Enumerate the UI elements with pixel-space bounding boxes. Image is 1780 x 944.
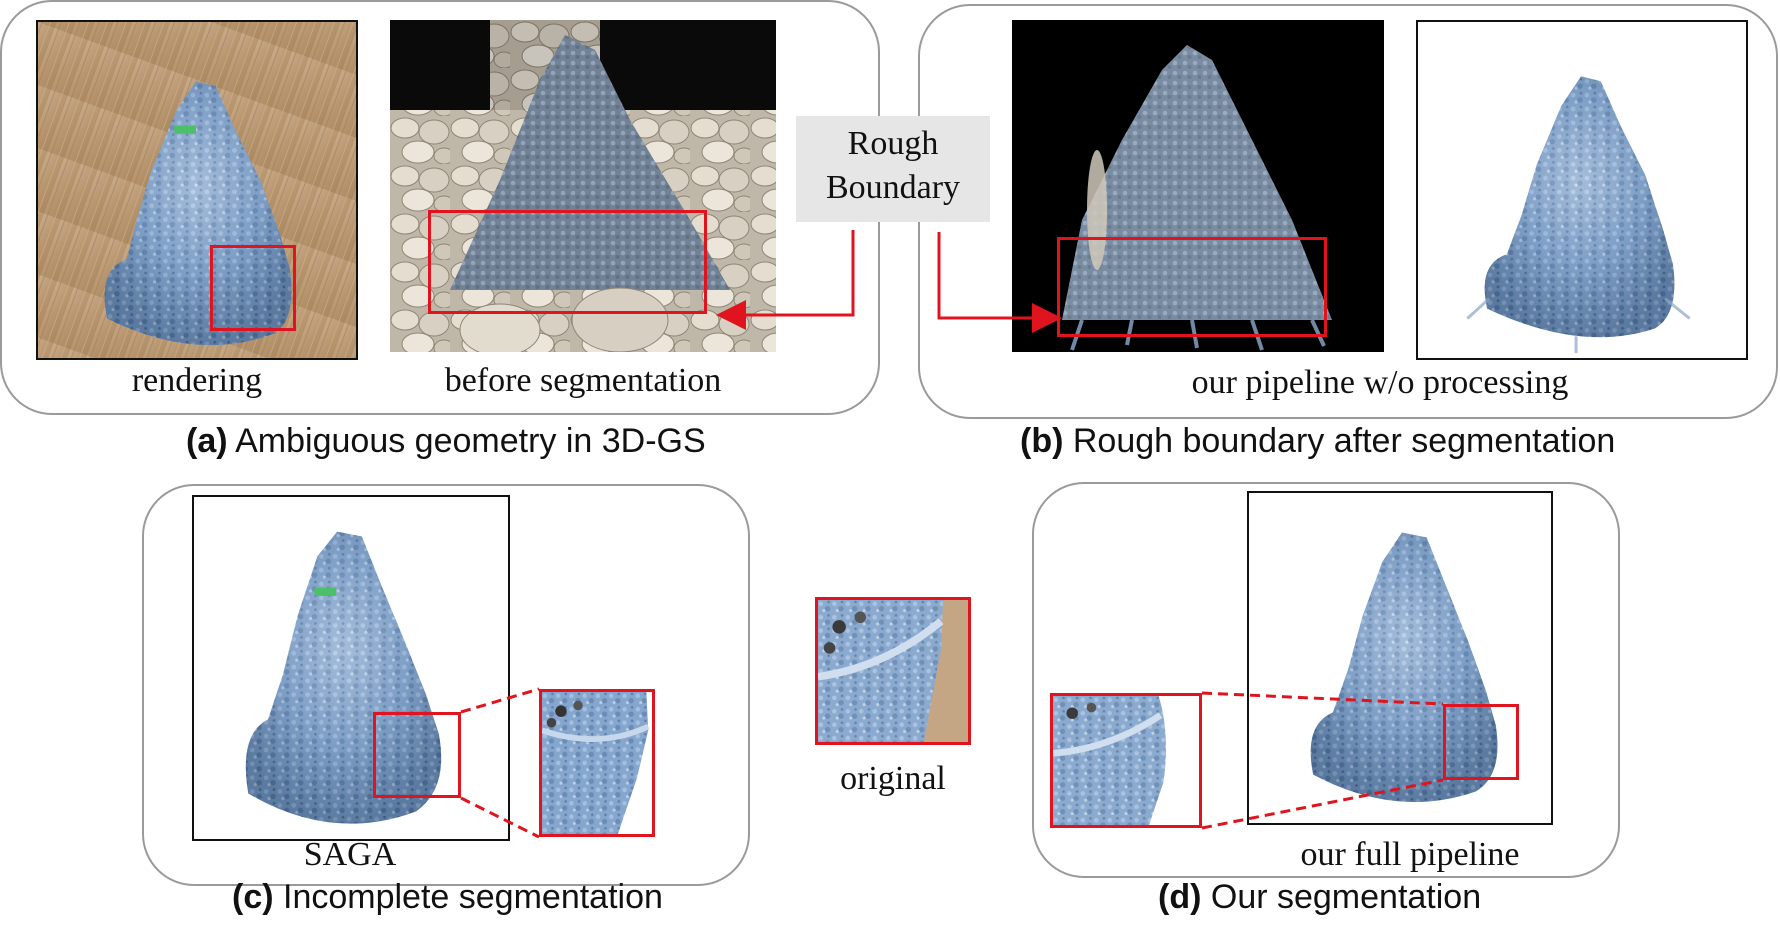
saga-highlight-box — [373, 712, 461, 798]
rendering-label: rendering — [131, 362, 263, 399]
full-pipeline-zoom-crop — [1050, 693, 1202, 828]
saga-label: SAGA — [303, 836, 397, 873]
rendering-image — [36, 20, 358, 360]
callout-line-2: Boundary — [825, 169, 961, 206]
rough-boundary-callout: Rough Boundary — [796, 116, 990, 222]
pipeline-without-processing-highlight-box — [1057, 237, 1327, 337]
caption-d-letter: (d) — [1158, 878, 1202, 916]
caption-b-text: Rough boundary after segmentation — [1063, 422, 1616, 460]
original-zoom-crop — [815, 597, 971, 745]
caption-c-letter: (c) — [232, 878, 274, 916]
before-segmentation-highlight-box — [428, 210, 707, 314]
caption-a: (a) Ambiguous geometry in 3D-GS — [186, 422, 706, 461]
saga-zoom-crop — [539, 689, 655, 837]
caption-d: (d) Our segmentation — [1158, 878, 1481, 917]
pipeline-without-processing-image — [1012, 20, 1384, 352]
rendering-highlight-box — [210, 245, 296, 331]
caption-a-text: Ambiguous geometry in 3D-GS — [227, 422, 706, 460]
full-pipeline-image — [1247, 491, 1553, 825]
original-label: original — [840, 760, 946, 797]
full-pipeline-highlight-box — [1443, 704, 1519, 780]
callout-line-1: Rough — [847, 125, 939, 162]
caption-d-text: Our segmentation — [1201, 878, 1482, 916]
caption-b-letter: (b) — [1020, 422, 1064, 460]
before-segmentation-label: before segmentation — [444, 362, 722, 399]
caption-a-letter: (a) — [186, 422, 228, 460]
saga-image — [192, 495, 510, 841]
caption-c-text: Incomplete segmentation — [273, 878, 663, 916]
caption-b: (b) Rough boundary after segmentation — [1020, 422, 1615, 461]
caption-c: (c) Incomplete segmentation — [232, 878, 663, 917]
pipeline-without-processing-label: our pipeline w/o processing — [1191, 364, 1569, 401]
full-pipeline-label: our full pipeline — [1300, 836, 1520, 873]
pipeline-without-processing-segmented-image — [1416, 20, 1748, 360]
